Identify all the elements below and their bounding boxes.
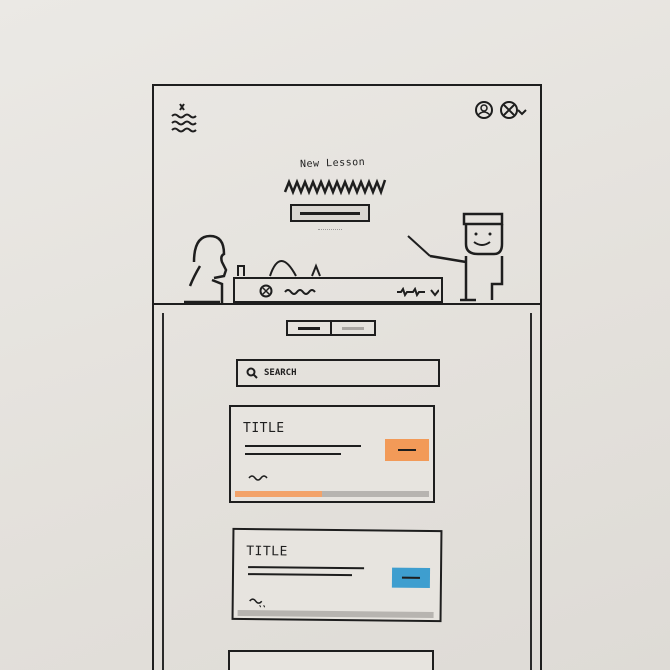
button-label-line [300, 212, 360, 215]
card-description-line [245, 445, 361, 447]
search-placeholder: SEARCH [264, 368, 297, 378]
start-lesson-button[interactable] [290, 204, 370, 222]
progress-bar [237, 609, 434, 619]
avatar-icon[interactable] [474, 100, 494, 120]
card-badge [391, 567, 431, 588]
card-description-line [245, 453, 341, 455]
card-title: TITLE [243, 421, 285, 436]
card-meta-squiggle [248, 475, 268, 481]
segment-active[interactable] [288, 322, 332, 334]
progress-fill [235, 491, 323, 497]
segmented-control [286, 320, 376, 336]
stage-meta-squiggle [397, 287, 439, 297]
card-description-line [247, 573, 353, 577]
chevron-down-icon[interactable] [516, 106, 528, 118]
hero-title: New Lesson [299, 156, 366, 171]
progress-bar [235, 491, 429, 497]
badge-dash [398, 449, 416, 451]
search-icon [246, 367, 258, 379]
classroom-illustration [184, 212, 504, 304]
lesson-card[interactable]: TITLE [229, 405, 435, 503]
card-title: TITLE [246, 544, 288, 560]
hero-divider [152, 303, 542, 305]
lesson-card[interactable] [228, 650, 434, 670]
hero-subtitle-squiggle [283, 178, 387, 196]
search-input[interactable]: SEARCH [236, 359, 440, 387]
card-meta-squiggle [249, 598, 266, 608]
close-icon[interactable] [499, 100, 519, 120]
segment-inactive[interactable] [332, 322, 374, 334]
menu-icon[interactable] [170, 102, 198, 136]
stage-label-squiggle [284, 289, 316, 295]
card-badge [385, 439, 429, 461]
card-description-line [248, 566, 365, 570]
badge-dash [401, 576, 420, 579]
phone-frame [152, 84, 542, 670]
hero-caption [318, 229, 342, 233]
play-icon[interactable] [259, 284, 273, 298]
content-panel [162, 313, 532, 670]
lesson-stage [233, 277, 443, 303]
lesson-card[interactable]: TITLE [231, 527, 443, 623]
